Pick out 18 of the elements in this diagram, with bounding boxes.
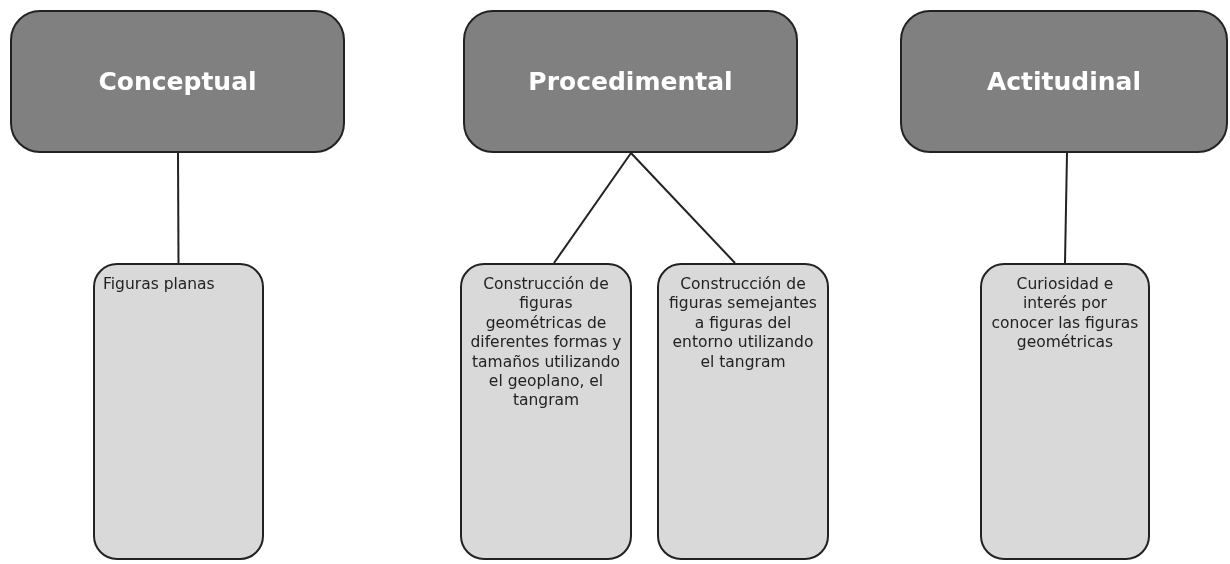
content-box [93,263,264,560]
category-box [900,10,1228,153]
connector-line [553,152,632,264]
category-box [10,10,345,153]
connector-line [1064,152,1068,264]
content-box [460,263,632,560]
content-text: Construcción de figuras semejantes a figuras del entorno utilizando el tangram [668,275,818,372]
category-title: Conceptual [98,67,257,96]
content-text: Construcción de figuras geométricas de diferentes formas y tamaños utilizando el geoplano, el tangram [470,275,622,411]
category-title: Procedimental [528,67,733,96]
content-text: Figuras planas [103,275,216,295]
content-box [657,263,829,560]
connector-line [177,152,180,264]
category-box [463,10,798,153]
connector-line [630,152,736,264]
content-text: Curiosidad e interés por conocer las figuras geométricas [990,275,1140,353]
content-box [980,263,1150,560]
category-title: Actitudinal [986,67,1142,96]
